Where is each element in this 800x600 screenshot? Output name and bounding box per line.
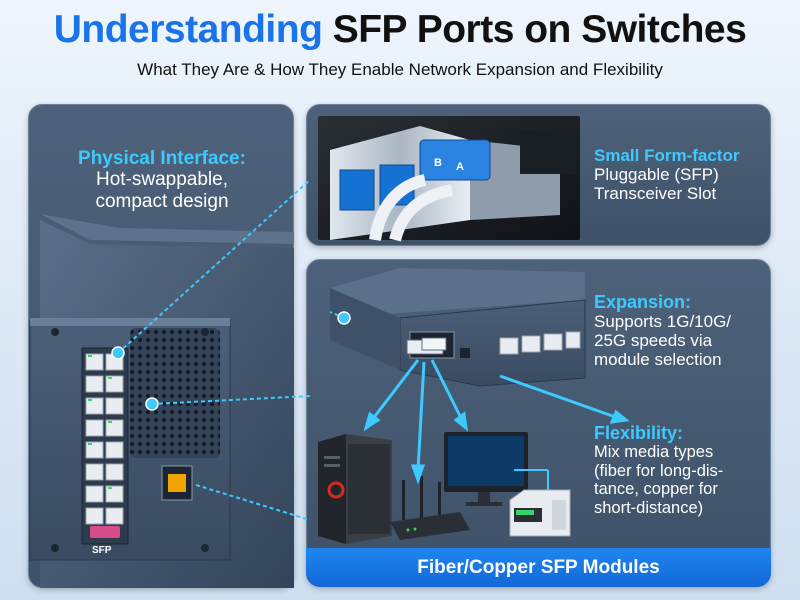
page-title-accent: Understanding <box>53 8 323 51</box>
connector-dots <box>111 311 351 411</box>
page-subtitle: What They Are & How They Enable Network … <box>137 60 663 79</box>
page-title-rest: SFP Ports on Switches <box>322 8 747 51</box>
flexibility-callout: Flexibility: Mix media types (fiber for … <box>594 423 770 517</box>
form-factor-line2: Pluggable (SFP) <box>594 165 719 185</box>
expansion-line3: module selection <box>594 350 722 370</box>
form-factor-line3: Transceiver Slot <box>594 184 717 204</box>
expansion-line2: 25G speeds via <box>594 331 713 351</box>
fiber-label-a: A <box>456 161 464 173</box>
large-switch-illustration <box>29 214 294 588</box>
sfp-transceiver-icon <box>318 116 580 242</box>
expansion-line1: Supports 1G/10G/ <box>594 312 732 332</box>
pc-tower-icon <box>318 434 392 544</box>
switch-icon <box>330 268 586 387</box>
physical-interface-callout: Physical Interface: Hot-swappable, compa… <box>42 148 282 212</box>
physical-interface-line1: Hot-swappable, <box>95 169 229 191</box>
flexibility-line1: Mix media types <box>594 443 714 462</box>
form-factor-line1: Small Form-factor <box>594 146 740 165</box>
flexibility-line3: tance, copper for <box>594 480 718 499</box>
physical-interface-title: Physical Interface: <box>78 148 246 169</box>
expansion-title: Expansion: <box>594 292 692 312</box>
flexibility-title: Flexibility: <box>594 423 684 443</box>
flexibility-line2: (fiber for long-dis- <box>594 461 724 480</box>
module-arrows <box>363 359 630 490</box>
flexibility-line4: short-distance) <box>594 498 704 517</box>
ups-icon <box>509 489 571 537</box>
physical-interface-line2: compact design <box>95 190 229 212</box>
sfp-modules-banner: Fiber/Copper SFP Modules <box>306 548 771 587</box>
form-factor-callout: Small Form-factor Pluggable (SFP) Transc… <box>594 146 770 203</box>
fiber-label-b: B <box>434 157 442 169</box>
monitor-icon <box>444 432 528 506</box>
page-title: Understanding SFP Ports on Switches <box>0 8 800 52</box>
expansion-callout: Expansion: Supports 1G/10G/ 25G speeds v… <box>594 292 770 369</box>
sfp-port-label: SFP <box>92 545 112 556</box>
router-icon <box>390 476 470 540</box>
